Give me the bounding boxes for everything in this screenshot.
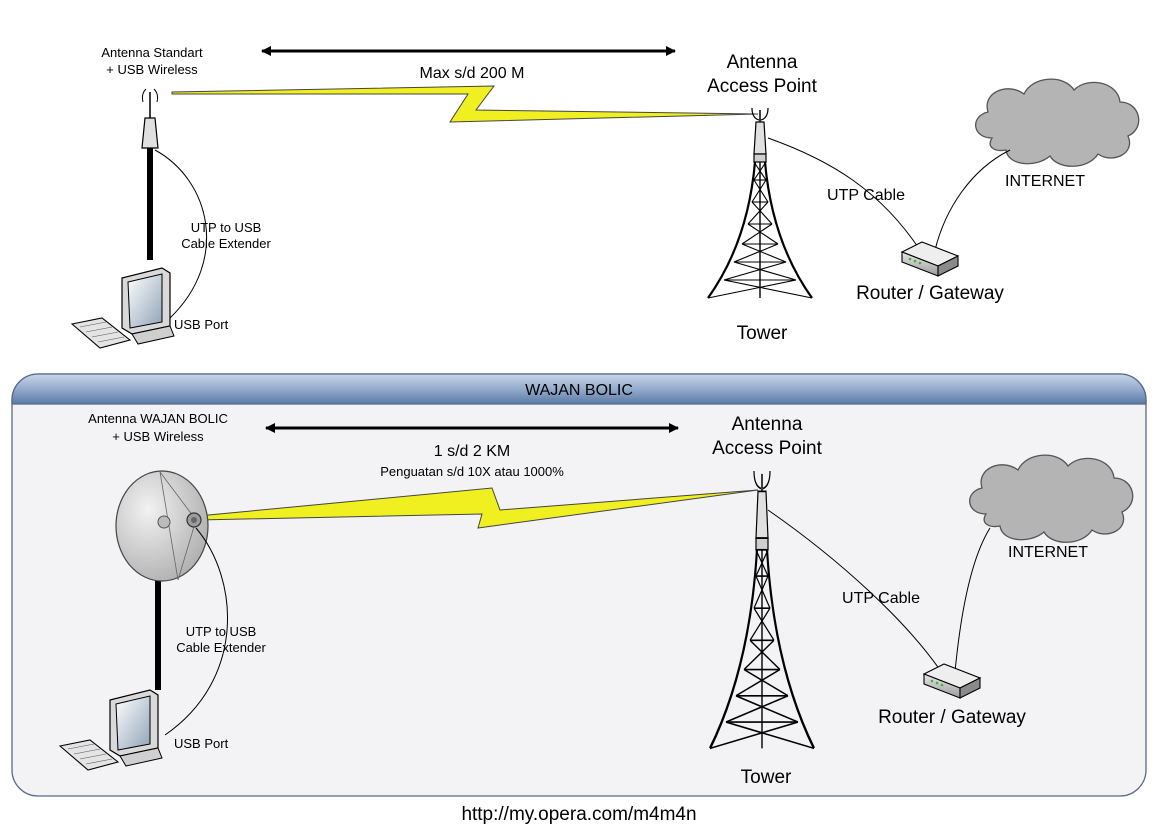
top-section: Antenna Standart + USB Wireless Max s/d … [71,45,1140,349]
bottom-internet-label: INTERNET [1008,544,1088,561]
bottom-cable-label-1: UTP to USB [186,624,257,639]
top-router-icon [901,241,959,277]
top-cable-label-2: Cable Extender [181,236,271,251]
top-client-label-2: + USB Wireless [106,62,198,77]
top-cable-label-1: UTP to USB [191,220,262,235]
bottom-ap-label-1: Antenna [732,414,803,435]
bottom-gain-label: Penguatan s/d 10X atau 1000% [380,464,564,479]
bottom-client-label-1: Antenna WAJAN BOLIC [88,411,228,426]
bottom-signal-bolt-icon [197,487,759,529]
top-client-label-1: Antenna Standart [101,45,203,60]
top-client-antenna-icon [141,88,208,319]
bottom-tower-label: Tower [741,767,792,788]
top-utp-label: UTP Cable [827,187,905,204]
top-ap-label-2: Access Point [707,76,818,97]
bottom-router-label: Router / Gateway [878,707,1026,728]
top-router-label: Router / Gateway [856,283,1004,304]
top-range-label: Max s/d 200 M [420,65,525,82]
bottom-cable-label-2: Cable Extender [176,640,266,655]
footer-url: http://my.opera.com/m4m4n [461,804,696,825]
top-cloud-icon [975,78,1140,167]
top-usb-port-label: USB Port [174,317,229,332]
top-utp-cable [767,137,921,251]
bottom-usb-port-label: USB Port [174,736,229,751]
top-internet-link [934,149,1011,251]
bottom-client-label-2: + USB Wireless [112,429,204,444]
top-tower-label: Tower [737,323,788,344]
top-internet-label: INTERNET [1005,173,1085,190]
top-ap-label-1: Antenna [727,52,798,73]
bottom-range-label: 1 s/d 2 KM [434,443,510,460]
top-tower-icon [706,106,814,300]
bottom-dish-antenna-icon [115,470,228,736]
bottom-utp-label: UTP Cable [842,590,920,607]
bottom-utp-cable [767,509,941,671]
top-signal-bolt-icon [171,85,759,123]
bottom-internet-link [954,527,991,673]
wajan-bolic-panel: WAJAN BOLIC Antenna WAJAN BOLIC + USB Wi… [11,373,1147,797]
panel-header [11,373,1147,405]
top-computer-icon [71,267,175,349]
panel-title: WAJAN BOLIC [525,382,633,399]
bottom-ap-label-2: Access Point [712,438,823,459]
